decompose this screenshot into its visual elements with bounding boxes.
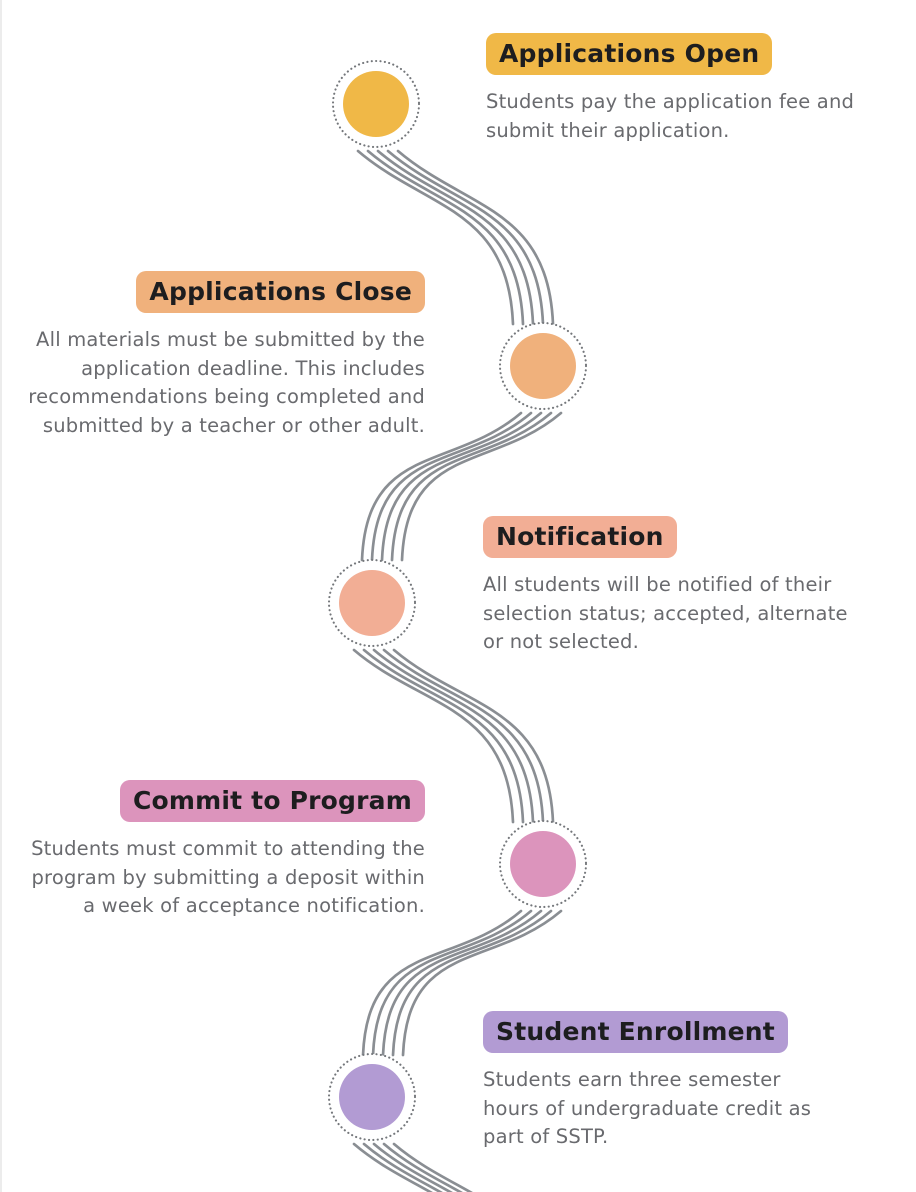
- stage-node-circle: [339, 570, 405, 636]
- stage-badge: Applications Close: [136, 271, 425, 313]
- stage-node-3: [327, 558, 417, 648]
- stage-description: Students must commit to attending the pr…: [31, 837, 425, 917]
- stage-node-circle: [510, 831, 576, 897]
- stage-badge: Commit to Program: [119, 780, 425, 822]
- stage-badge: Student Enrollment: [483, 1011, 788, 1053]
- stage-node-1: [331, 59, 421, 149]
- stage-block-student-enrollment: Student Enrollment Students earn three s…: [483, 1011, 811, 1152]
- stage-block-commit-to-program: Commit to Program Students must commit t…: [31, 780, 425, 921]
- stage-description: Students pay the application fee and sub…: [486, 90, 855, 142]
- stage-block-applications-open: Applications Open Students pay the appli…: [486, 33, 854, 145]
- stage-description: Students earn three semester hours of un…: [483, 1068, 812, 1148]
- stage-description: All materials must be submitted by the a…: [28, 328, 425, 437]
- stage-badge: Applications Open: [486, 33, 773, 75]
- stage-badge: Notification: [483, 516, 677, 558]
- stage-node-circle: [343, 71, 409, 137]
- stage-node-4: [498, 819, 588, 909]
- stage-node-5: [327, 1052, 417, 1142]
- stage-node-2: [498, 321, 588, 411]
- stage-node-circle: [339, 1064, 405, 1130]
- page-edge-line: [0, 0, 2, 1192]
- stage-block-notification: Notification All students will be notifi…: [483, 516, 848, 657]
- stage-node-circle: [510, 333, 576, 399]
- stage-block-applications-close: Applications Close All materials must be…: [28, 271, 425, 440]
- stage-description: All students will be notified of their s…: [483, 573, 848, 653]
